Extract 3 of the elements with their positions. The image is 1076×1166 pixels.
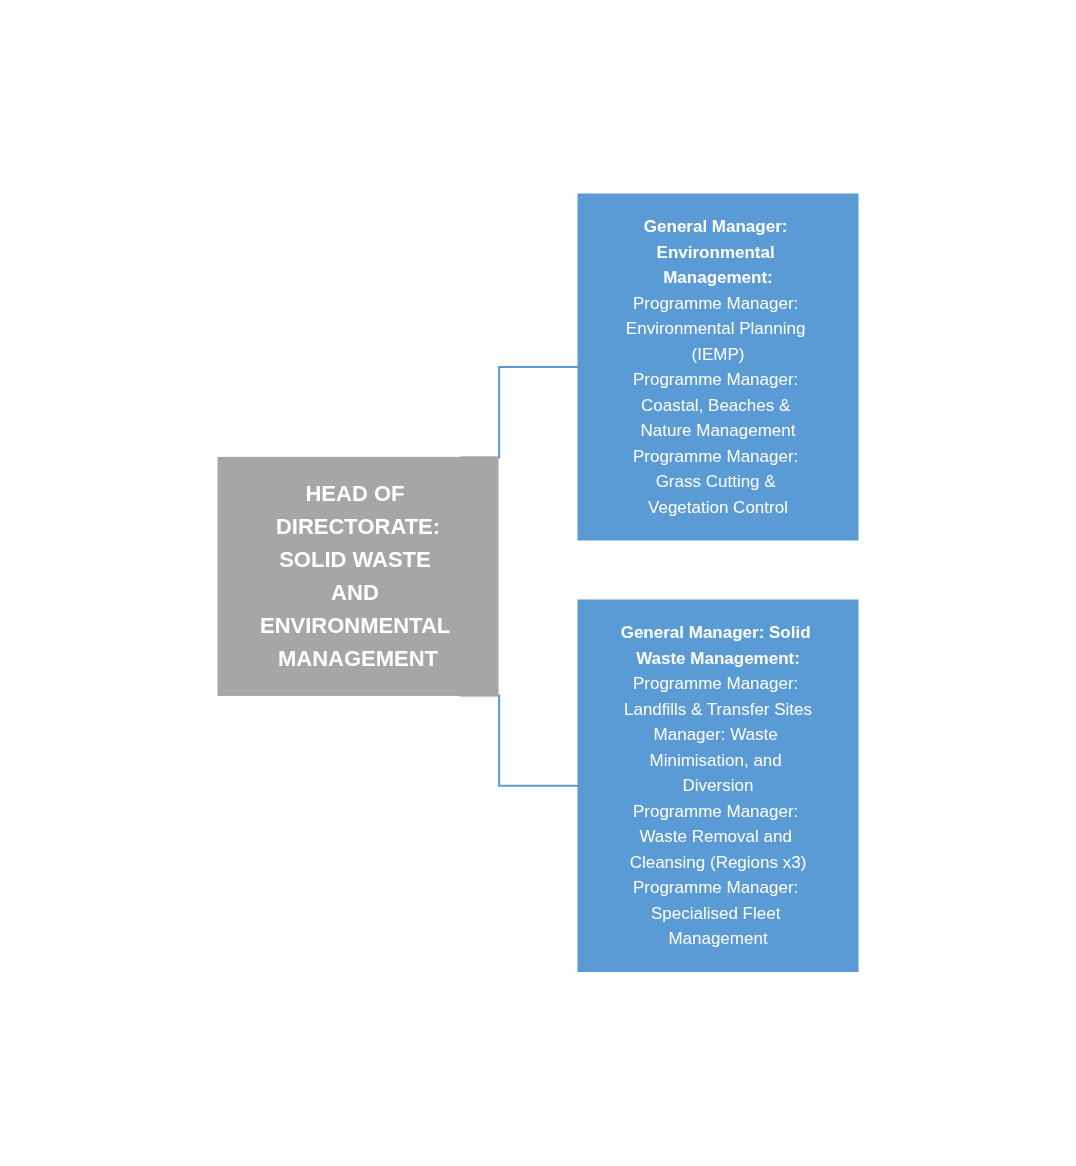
node-box: HEAD OF DIRECTORATE: SOLID WASTE AND ENVIRONMENTAL MANAGEMENT	[217, 457, 499, 697]
node-box: General Manager: Solid Waste Management: Programme Manager: Landfills & Transfer Sites Manager: Waste Minimisation, and Diversion Programme Manager: Waste Removal and Cleansing (Regions x3) Programme Manager: Specialised Fleet Management	[577, 599, 859, 973]
node-box: General Manager: Environmental Management: Programme Manager: Environmental Planning (IEMP) Programme Manager: Coastal, Beaches & Nature Management Programme Manager: Grass Cutting & Vegetation Control	[577, 193, 859, 541]
